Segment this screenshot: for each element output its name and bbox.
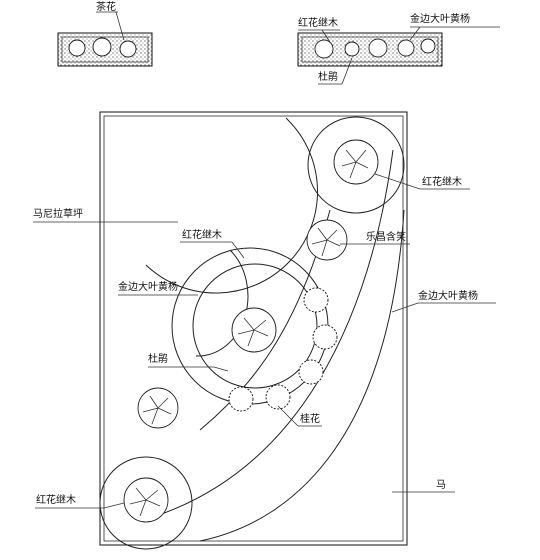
tree-red-loropetalum-bottom <box>123 477 169 523</box>
label-red-loropetalum-center: 红花继木 <box>180 228 245 259</box>
tea-flower-symbol <box>68 39 86 57</box>
central-ring-inner <box>192 263 318 389</box>
osmanthus-shrub <box>303 287 329 313</box>
tree-le-chang-laurel <box>306 219 348 261</box>
tree-red-loropetalum-top <box>333 139 379 185</box>
osmanthus-shrub <box>312 324 338 350</box>
label-red-loropetalum-top: 红花继木 <box>374 173 470 190</box>
azalea-symbol <box>344 41 360 57</box>
label-golden-euonymus-right: 金边大叶黄杨 <box>391 289 496 313</box>
top-bed-arc <box>145 117 318 294</box>
svg-text:桂花: 桂花 <box>300 412 320 425</box>
osmanthus-shrub <box>265 384 291 410</box>
plan-border-inner <box>103 115 404 542</box>
legend-tea-flower-label: 茶花 <box>96 0 116 13</box>
svg-text:乐昌含笑: 乐昌含笑 <box>366 230 406 243</box>
tree-red-loropetalum-center <box>231 307 277 353</box>
legend-azalea-leader <box>341 57 353 85</box>
legend-tea-flower-inner <box>61 36 149 63</box>
legend-red-loropetalum-leader <box>321 29 331 43</box>
legend-golden-euonymus-label: 金边大叶黄杨 <box>410 12 470 25</box>
golden-euonymus-symbol <box>397 39 415 57</box>
osmanthus-shrub <box>228 386 254 412</box>
red-loropetalum-symbol <box>314 39 334 59</box>
svg-text:马尼拉草坪: 马尼拉草坪 <box>33 207 83 220</box>
label-azalea: 杜鹃 <box>148 352 229 372</box>
outer-bed-arc <box>199 209 405 542</box>
legend-red-loropetalum-label: 红花继木 <box>298 16 338 29</box>
tree-left-middle <box>137 387 179 429</box>
tea-flower-symbol <box>92 37 112 57</box>
plan-border-outer <box>99 111 408 546</box>
label-golden-euonymus-left: 金边大叶黄杨 <box>118 280 198 296</box>
legend-tea-flower-leader <box>115 11 125 41</box>
tree-circle-top-right <box>307 116 405 214</box>
legend-mixed-shrubs: 红花继木 金边大叶黄杨 杜鹃 <box>297 12 500 85</box>
legend-mixed-inner <box>301 36 439 63</box>
svg-text:红花继木: 红花继木 <box>182 228 222 241</box>
osmanthus-shrub <box>298 359 324 385</box>
svg-text:马: 马 <box>436 479 446 491</box>
red-loropetalum-symbol <box>368 38 388 58</box>
svg-text:红花继木: 红花继木 <box>422 175 462 188</box>
label-bottom-right: 马 <box>392 479 455 493</box>
label-osmanthus: 桂花 <box>277 405 322 427</box>
label-red-loropetalum-bottom: 红花继木 <box>35 493 125 509</box>
label-le-chang-laurel: 乐昌含笑 <box>340 230 410 245</box>
tree-circle-bottom-left <box>99 456 193 550</box>
legend-azalea-label: 杜鹃 <box>318 70 338 83</box>
tea-flower-symbol <box>119 40 137 58</box>
legend-tea-flower: 茶花 <box>57 0 153 67</box>
osmanthus-group <box>228 287 338 412</box>
svg-text:金边大叶黄杨: 金边大叶黄杨 <box>418 289 478 302</box>
golden-euonymus-symbol <box>420 38 436 54</box>
svg-text:杜鹃: 杜鹃 <box>148 352 168 365</box>
svg-text:金边大叶黄杨: 金边大叶黄杨 <box>118 280 178 293</box>
svg-text:红花继木: 红花继木 <box>36 493 76 506</box>
label-lawn: 马尼拉草坪 <box>33 207 178 223</box>
legend-golden-euonymus-leader <box>409 26 421 41</box>
